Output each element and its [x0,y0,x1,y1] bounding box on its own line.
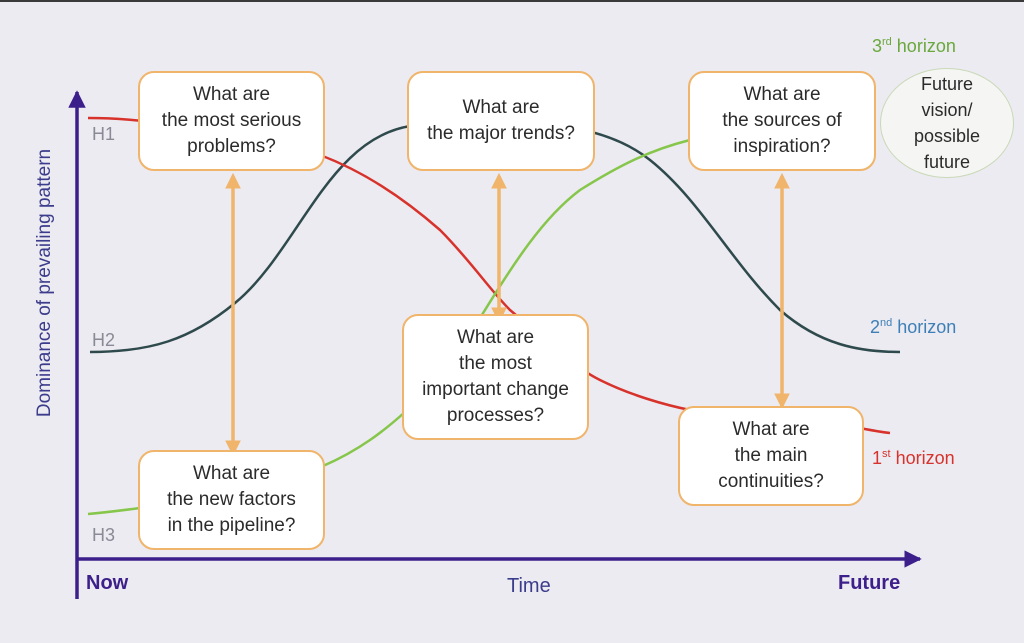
h3-marker: H3 [92,525,116,545]
question-sources-inspiration: What are the sources of inspiration? [688,71,876,171]
first-horizon-label: 1st horizon [872,448,955,468]
x-axis-end-label: Future [838,572,901,594]
question-serious-problems: What are the most serious problems? [138,71,325,171]
h1-marker: H1 [92,124,116,144]
question-change-processes: What are the most important change proce… [402,314,589,440]
question-major-trends: What are the major trends? [407,71,595,171]
y-axis-label: Dominance of prevailing pattern [34,148,55,418]
x-axis-label: Time [507,575,551,597]
third-horizon-label: 3rd horizon [872,36,956,56]
top-border [0,0,1024,2]
future-vision-bubble: Future vision/ possible future [880,68,1014,178]
x-axis-start-label: Now [86,572,129,594]
h2-marker: H2 [92,330,116,350]
question-main-continuities: What are the main continuities? [678,406,864,506]
second-horizon-label: 2nd horizon [870,317,957,337]
question-new-factors: What are the new factors in the pipeline… [138,450,325,550]
